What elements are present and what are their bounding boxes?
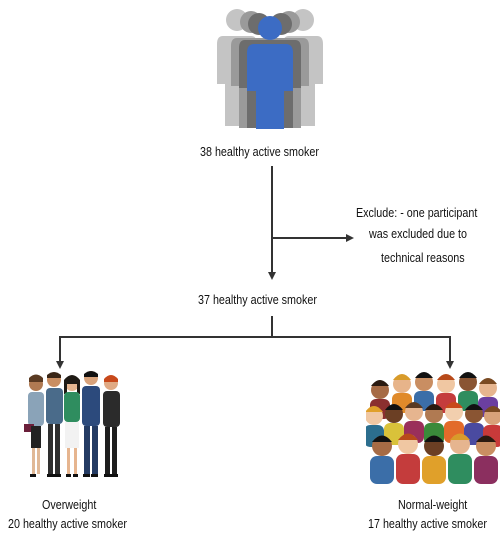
normal-weight-title: Normal-weight: [398, 498, 468, 512]
exclusion-line-3: technical reasons: [381, 251, 465, 265]
normal-weight-count: 17 healthy active smoker: [368, 517, 487, 531]
split-line: [59, 336, 451, 362]
business-people-icon: [24, 371, 120, 477]
people-group-icon: [217, 9, 323, 129]
exclusion-line-1: Exclude: - one participant: [356, 206, 478, 220]
crowd-icon: [366, 372, 500, 484]
overweight-title: Overweight: [42, 498, 97, 512]
exclusion-line-2: was excluded due to: [369, 227, 468, 241]
overweight-count: 20 healthy active smoker: [8, 517, 127, 531]
top-node-label: 38 healthy active smoker: [200, 145, 319, 159]
middle-node-label: 37 healthy active smoker: [198, 293, 317, 307]
